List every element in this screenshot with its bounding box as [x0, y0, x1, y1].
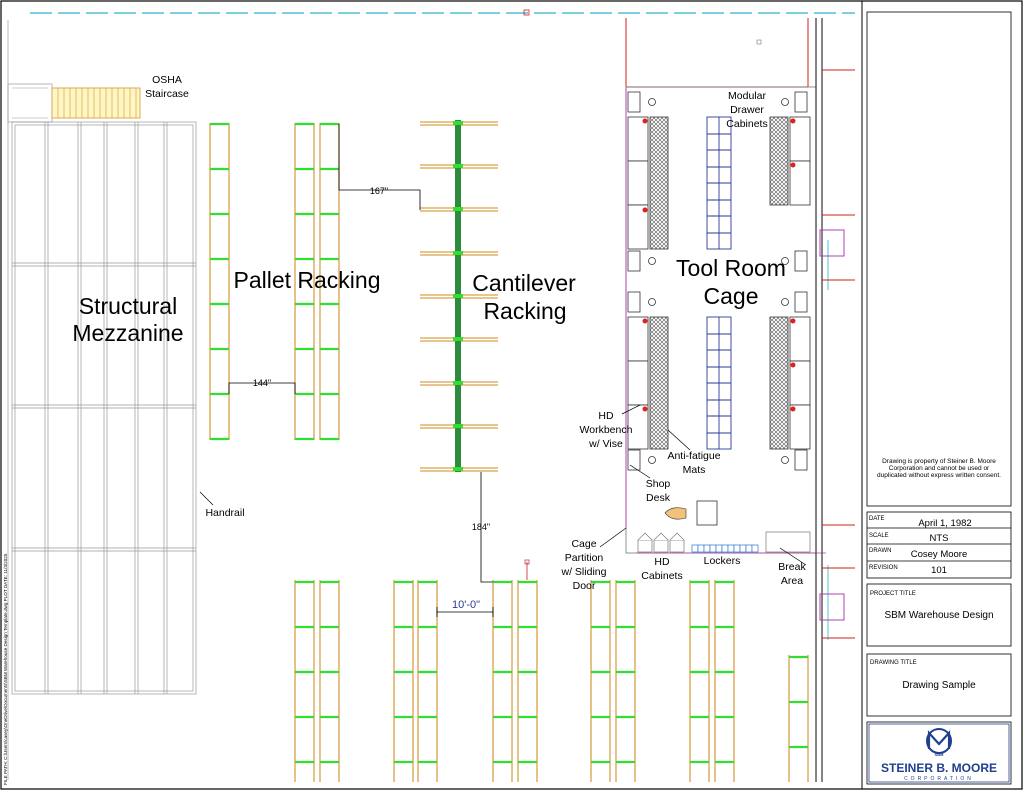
workbench-label-3: w/ Vise: [588, 438, 623, 450]
drawer-label-3: Cabinets: [726, 118, 767, 130]
partition-label-2: Partition: [565, 552, 604, 564]
title-block: [866, 11, 1012, 785]
ownership-note-3: duplicated without express written conse…: [877, 472, 1001, 479]
dimension-lines: [228, 124, 494, 617]
drawing-title-value: Drawing Sample: [902, 680, 976, 691]
shopdesk-label-2: Desk: [646, 492, 671, 504]
logo-corporation: CORPORATION: [904, 776, 974, 782]
hdcab-label-1: HD: [654, 556, 670, 568]
logo-monogram: SBM: [935, 752, 945, 757]
cantilever-racking: [420, 120, 498, 472]
ownership-note-1: Drawing is property of Steiner B. Moore: [882, 458, 996, 465]
ownership-note-2: Corporation and cannot be used or: [889, 465, 990, 472]
tool-room-cage: [625, 18, 826, 554]
hdcab-label-2: Cabinets: [641, 570, 682, 582]
revision-label: REVISION: [869, 565, 898, 571]
toolroom-label-1: Tool Room: [676, 255, 786, 281]
top-wall: [7, 9, 855, 780]
pallet-racking-lower: [294, 559, 809, 782]
structural-mezzanine: [11, 121, 197, 695]
mezzanine-label-2: Mezzanine: [72, 320, 183, 346]
drawer-label-2: Drawer: [730, 104, 764, 116]
toolroom-label-2: Cage: [704, 283, 759, 309]
logo-company-name: STEINER B. MOORE: [881, 761, 997, 775]
mats-label-1: Anti-fatigue: [667, 450, 720, 462]
east-wall: [815, 18, 855, 782]
break-label-1: Break: [778, 561, 806, 573]
osha-label-2: Staircase: [145, 88, 189, 100]
dimension-10-ft: 10'-0": [452, 599, 480, 611]
scale-label: SCALE: [869, 533, 889, 539]
project-title-label: PROJECT TITLE: [870, 591, 916, 597]
lockers-label: Lockers: [704, 555, 741, 567]
drawer-label-1: Modular: [728, 90, 766, 102]
project-title-value: SBM Warehouse Design: [884, 610, 993, 621]
osha-staircase: [7, 83, 141, 123]
dimension-184: 184": [472, 522, 490, 532]
cantilever-label-2: Racking: [483, 298, 566, 324]
partition-label-3: w/ Sliding: [561, 566, 607, 578]
workbench-label-1: HD: [598, 410, 614, 422]
drawing-title-label: DRAWING TITLE: [870, 660, 917, 666]
break-label-2: Area: [781, 575, 803, 587]
osha-label-1: OSHA: [152, 74, 182, 86]
drawn-value: Cosey Moore: [911, 549, 968, 560]
partition-label-1: Cage: [571, 538, 596, 550]
mezzanine-label-1: Structural: [79, 293, 177, 319]
cantilever-label-1: Cantilever: [472, 270, 576, 296]
revision-value: 101: [931, 565, 947, 576]
pallet-racking-label: Pallet Racking: [233, 267, 380, 293]
file-path-text: FILE PATH: C:\Users\casey\OneDrive\Docum…: [3, 553, 8, 785]
drawn-label: DRAWN: [869, 548, 891, 554]
shopdesk-label-1: Shop: [646, 478, 671, 490]
callout-leaders: [199, 404, 807, 566]
date-label: DATE: [869, 516, 885, 522]
workbench-label-2: Workbench: [580, 424, 633, 436]
partition-label-4: Door: [573, 580, 596, 592]
date-value: April 1, 1982: [918, 518, 971, 529]
mats-label-2: Mats: [683, 464, 706, 476]
dimension-144: 144": [253, 378, 271, 388]
scale-value: NTS: [930, 533, 949, 544]
dimension-167: 167": [370, 186, 388, 196]
handrail-label: Handrail: [205, 507, 244, 519]
company-logo: SBM STEINER B. MOORE CORPORATION: [868, 723, 1010, 783]
